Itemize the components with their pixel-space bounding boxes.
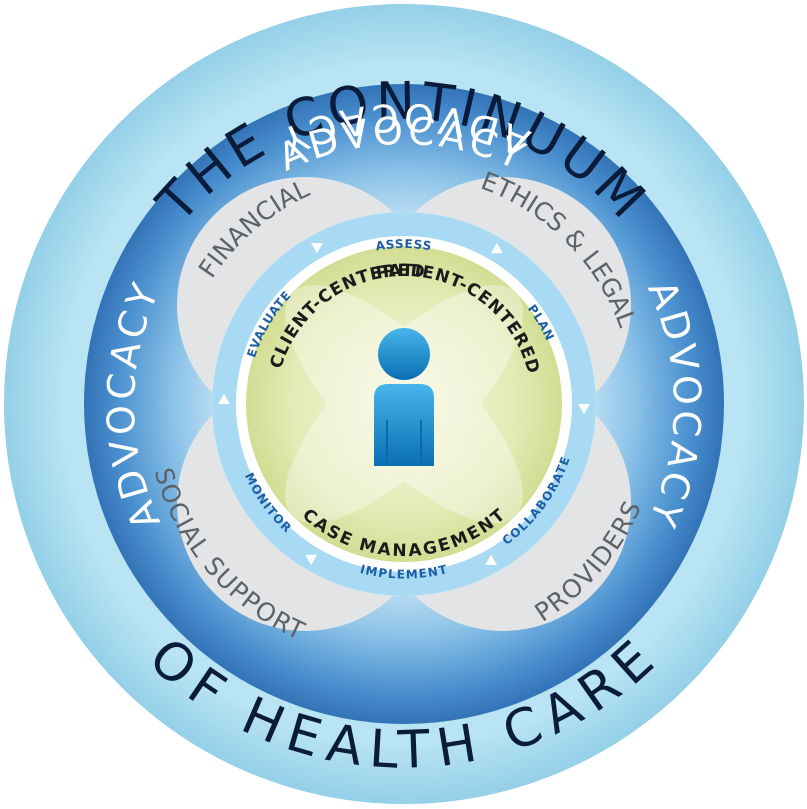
person-icon [374, 328, 434, 466]
arrow-chevron [218, 394, 230, 404]
svg-text:IMPLEMENT: IMPLEMENT [359, 562, 449, 582]
svg-text:ASSESS: ASSESS [375, 237, 434, 253]
process-arrows [218, 242, 590, 566]
arrow-chevron [578, 404, 590, 414]
arrow-chevron [490, 242, 503, 254]
arrow-chevron [485, 554, 497, 566]
step-implement: IMPLEMENT [359, 562, 448, 582]
arrow-chevron [305, 554, 318, 566]
arrow-chevron [311, 242, 323, 254]
step-assess: ASSESS [375, 237, 433, 253]
